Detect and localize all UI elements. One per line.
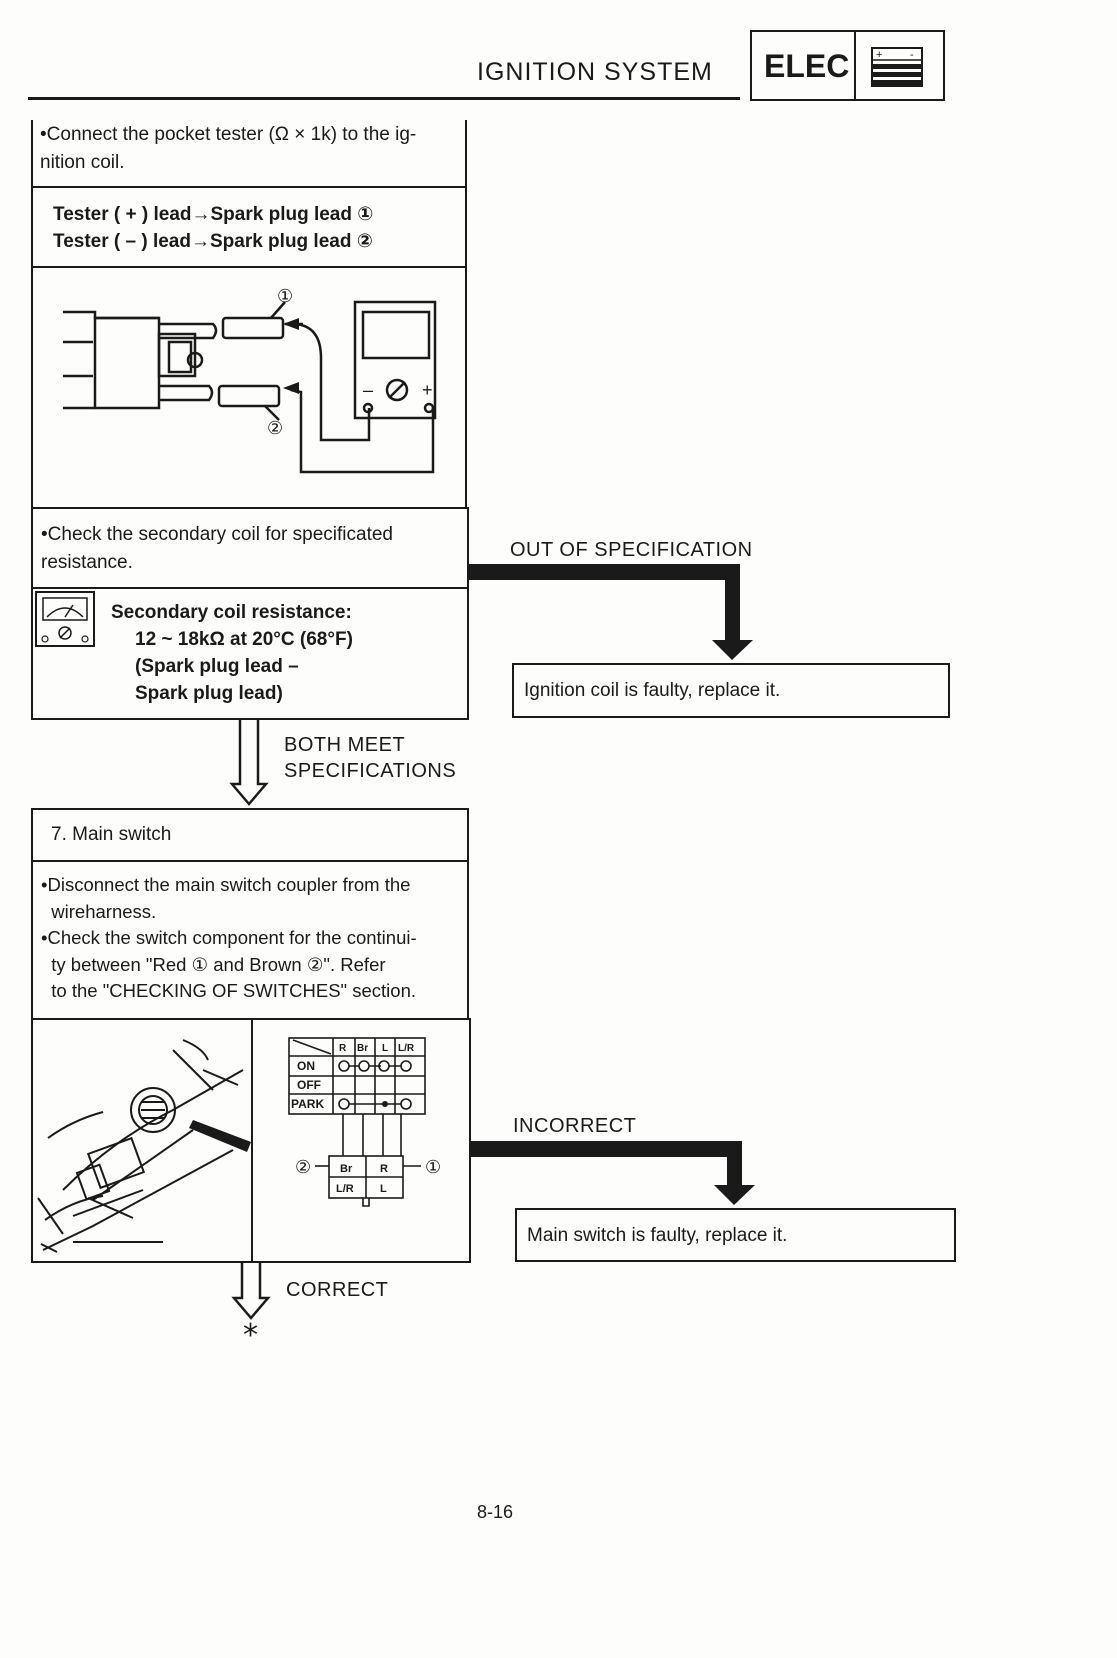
main-switch-title: 7. Main switch — [51, 824, 172, 845]
section-badge: ELEC + - — [750, 30, 945, 101]
main-switch-faulty-box: Main switch is faulty, replace it. — [515, 1208, 956, 1262]
both-meet-label-1: BOTH MEET — [284, 734, 406, 756]
check-resistance-text: •Check the secondary coil for specificat… — [41, 524, 393, 573]
check-resistance-box: •Check the secondary coil for specificat… — [31, 507, 469, 589]
out-of-spec-arrow — [468, 564, 753, 660]
ignition-coil-tester-diagram: – + ① ② — [63, 286, 437, 474]
incorrect-arrow — [470, 1141, 755, 1205]
coil-instruction-right-rule — [465, 120, 467, 188]
incorrect-label: INCORRECT — [513, 1115, 637, 1137]
main-switch-instruction: •Disconnect the main switch coupler from… — [41, 874, 417, 1001]
spec-box: Secondary coil resistance: 12 ~ 18kΩ at … — [31, 587, 469, 720]
ignition-coil-faulty-text: Ignition coil is faulty, replace it. — [524, 680, 781, 701]
section-badge-label: ELEC — [764, 48, 850, 84]
coupler-lr: L/R — [336, 1183, 354, 1195]
coil-instruction-left-rule — [31, 120, 33, 188]
main-switch-photo — [37, 1039, 251, 1253]
coupler-br: Br — [340, 1163, 353, 1175]
callout-2: ② — [267, 418, 283, 439]
main-switch-figure-box: R Br L L/R ON OFF PARK Br R L/R L ② ① — [31, 1018, 471, 1263]
battery-icon: + - — [871, 47, 923, 87]
switch-callout-2: ② — [295, 1157, 311, 1178]
table-header-br: Br — [357, 1043, 368, 1054]
tester-minus-lead: Tester ( – ) lead→Spark plug lead ② — [53, 231, 373, 252]
page-title: IGNITION SYSTEM — [477, 58, 713, 86]
spec-note-2: Spark plug lead) — [135, 683, 283, 704]
both-meet-arrow — [229, 720, 269, 806]
main-switch-faulty-text: Main switch is faulty, replace it. — [527, 1225, 788, 1246]
coil-figure-box: – + ① ② — [31, 266, 467, 509]
table-header-lr: L/R — [398, 1043, 415, 1054]
correct-arrow — [231, 1262, 271, 1320]
tester-plus-lead: Tester ( + ) lead→Spark plug lead ① — [53, 204, 374, 225]
svg-text:-: - — [910, 49, 914, 61]
table-row-park: PARK — [291, 1097, 324, 1111]
figure-divider — [251, 1020, 253, 1261]
header-rule — [28, 97, 740, 100]
callout-1: ① — [277, 286, 293, 307]
coupler-l: L — [380, 1183, 387, 1195]
meter-minus-symbol: – — [363, 380, 373, 400]
main-switch-title-box: 7. Main switch — [31, 808, 469, 862]
table-header-r: R — [339, 1043, 347, 1054]
correct-label: CORRECT — [286, 1279, 389, 1301]
out-of-spec-label: OUT OF SPECIFICATION — [510, 539, 753, 561]
table-row-on: ON — [297, 1059, 315, 1073]
main-switch-instruction-box: •Disconnect the main switch coupler from… — [31, 860, 469, 1020]
section-badge-divider — [854, 32, 856, 99]
svg-text:+: + — [876, 49, 882, 61]
spec-value: 12 ~ 18kΩ at 20°C (68°F) — [135, 629, 353, 650]
tester-connection-box: Tester ( + ) lead→Spark plug lead ① Test… — [31, 186, 467, 268]
coil-instruction: •Connect the pocket tester (Ω × 1k) to t… — [40, 124, 417, 173]
switch-callout-1: ① — [425, 1157, 441, 1178]
ohmmeter-icon — [35, 591, 95, 647]
coupler-r: R — [380, 1163, 388, 1175]
switch-continuity-diagram: R Br L L/R ON OFF PARK Br R L/R L ② ① — [288, 1037, 441, 1207]
ignition-coil-faulty-box: Ignition coil is faulty, replace it. — [512, 663, 950, 718]
continue-mark: * — [243, 1318, 258, 1353]
both-meet-label-2: SPECIFICATIONS — [284, 760, 457, 782]
spec-title: Secondary coil resistance: — [111, 602, 352, 623]
meter-plus-symbol: + — [422, 380, 433, 400]
spec-note-1: (Spark plug lead – — [135, 656, 299, 677]
page-number: 8-16 — [477, 1502, 514, 1522]
table-header-l: L — [382, 1043, 388, 1054]
table-row-off: OFF — [297, 1078, 321, 1092]
